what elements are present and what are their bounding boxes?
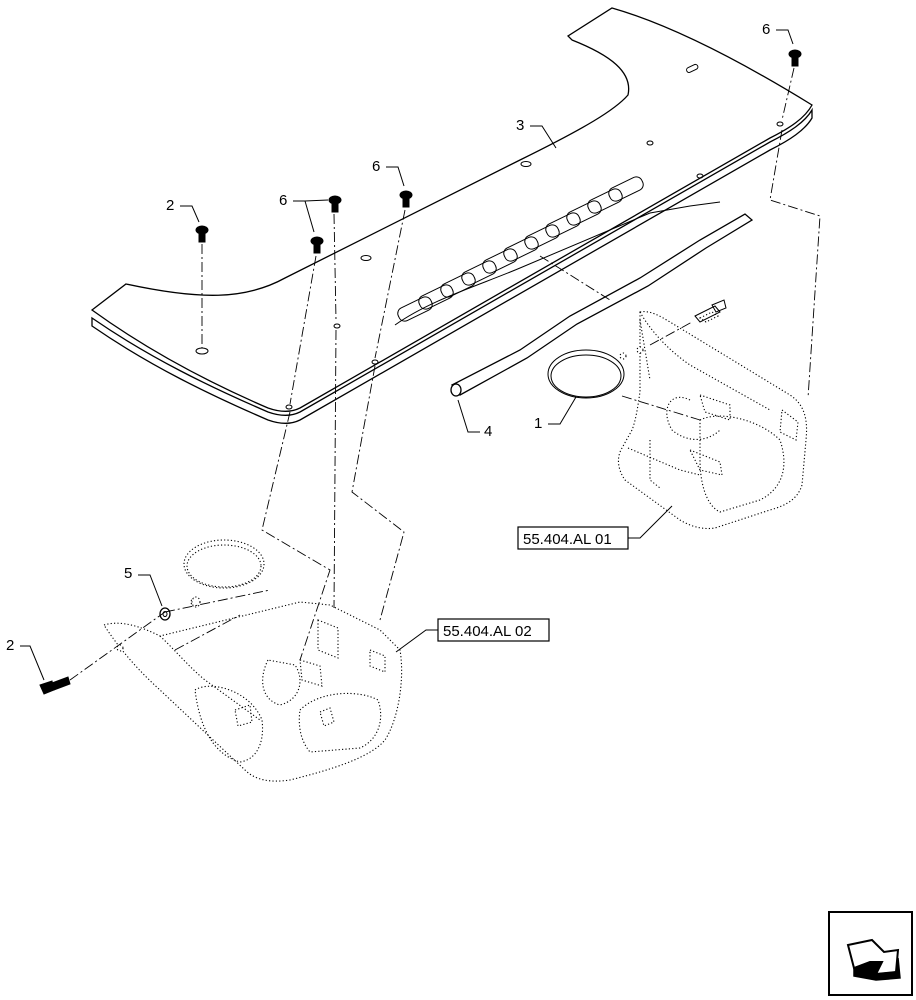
callout-label: 2 bbox=[6, 637, 14, 654]
cover-panel bbox=[90, 7, 813, 425]
vent-slots bbox=[397, 176, 644, 322]
callout-label: 3 bbox=[516, 117, 524, 134]
bolt-2-bottom bbox=[39, 676, 71, 695]
callout-3: 3 bbox=[516, 117, 557, 149]
bolt-6-top-right bbox=[788, 49, 802, 67]
callout-4: 4 bbox=[457, 399, 492, 440]
reference-label: 55.404.AL 01 bbox=[523, 531, 612, 548]
washer-small bbox=[191, 596, 201, 608]
callout-2-top: 2 bbox=[166, 197, 200, 223]
callout-2-bottom: 2 bbox=[6, 637, 45, 681]
callout-6-left: 6 bbox=[279, 192, 329, 233]
housing-left bbox=[103, 597, 403, 782]
callout-label: 6 bbox=[762, 21, 770, 38]
panel-holes bbox=[195, 63, 784, 410]
ring-left bbox=[183, 539, 265, 589]
bolt-6-left-b bbox=[310, 236, 324, 254]
callout-label: 1 bbox=[534, 415, 542, 432]
ring-right bbox=[547, 349, 625, 399]
bolt-6-left-a bbox=[328, 195, 342, 213]
alignment-lines bbox=[69, 67, 821, 681]
reference-right[interactable]: 55.404.AL 01 bbox=[517, 505, 673, 550]
callout-label: 6 bbox=[372, 158, 380, 175]
reference-label: 55.404.AL 02 bbox=[443, 623, 532, 640]
callout-label: 4 bbox=[484, 423, 492, 440]
callout-label: 5 bbox=[124, 565, 132, 582]
callout-5: 5 bbox=[124, 565, 163, 607]
bolt-6-center bbox=[399, 190, 413, 208]
reference-left[interactable]: 55.404.AL 02 bbox=[395, 618, 550, 653]
next-page-arrow-icon[interactable] bbox=[828, 911, 913, 996]
housing-right bbox=[617, 311, 808, 530]
washer-5 bbox=[159, 607, 171, 621]
callout-1: 1 bbox=[534, 396, 577, 432]
callout-6-center: 6 bbox=[372, 158, 405, 187]
callout-6-top-right: 6 bbox=[762, 21, 794, 45]
bolt-right-housing bbox=[694, 299, 727, 323]
seal-strip bbox=[450, 213, 754, 397]
callout-label: 6 bbox=[279, 192, 287, 209]
callout-label: 2 bbox=[166, 197, 174, 214]
bolt-2-top bbox=[195, 225, 209, 243]
